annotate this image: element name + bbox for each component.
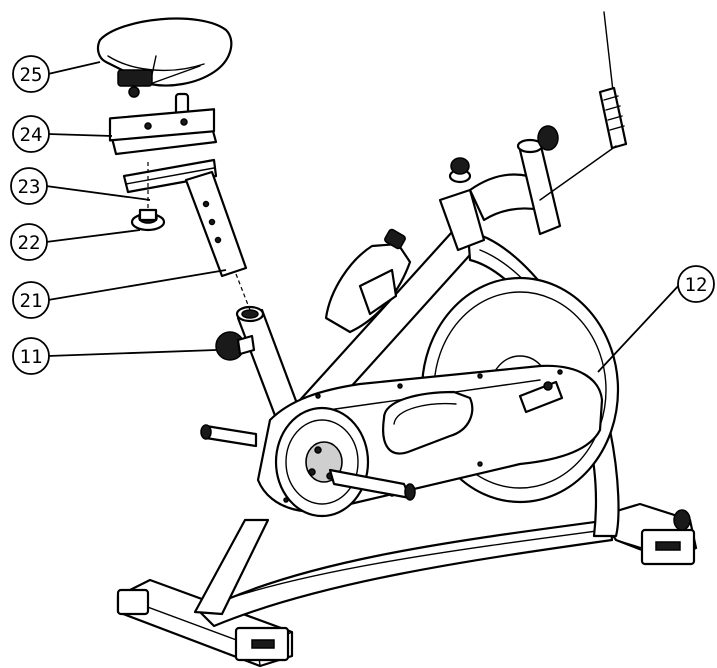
saddle [96, 17, 233, 122]
water-bottle [324, 228, 412, 334]
svg-text:23: 23 [18, 176, 41, 198]
rear-stabilizer [116, 578, 294, 668]
seat-post [122, 158, 251, 311]
svg-text:25: 25 [20, 64, 43, 86]
callout-25: 25 [12, 55, 50, 93]
svg-text:22: 22 [18, 232, 41, 254]
seat-adjust-knob [215, 331, 256, 361]
front-stabilizer [598, 502, 698, 566]
saddle-slider [108, 108, 218, 156]
svg-text:24: 24 [20, 124, 43, 146]
callout-22: 22 [10, 223, 48, 261]
leader-lines [45, 61, 681, 373]
svg-text:12: 12 [685, 274, 708, 296]
callout-24: 24 [12, 115, 50, 153]
svg-text:21: 21 [20, 290, 43, 312]
slider-knob [130, 208, 166, 232]
callout-23: 23 [10, 167, 48, 205]
callout-12: 12 [677, 265, 715, 303]
callout-11: 11 [12, 337, 50, 375]
svg-text:11: 11 [20, 346, 43, 368]
callout-21: 21 [12, 281, 50, 319]
chain-guard [200, 364, 604, 518]
